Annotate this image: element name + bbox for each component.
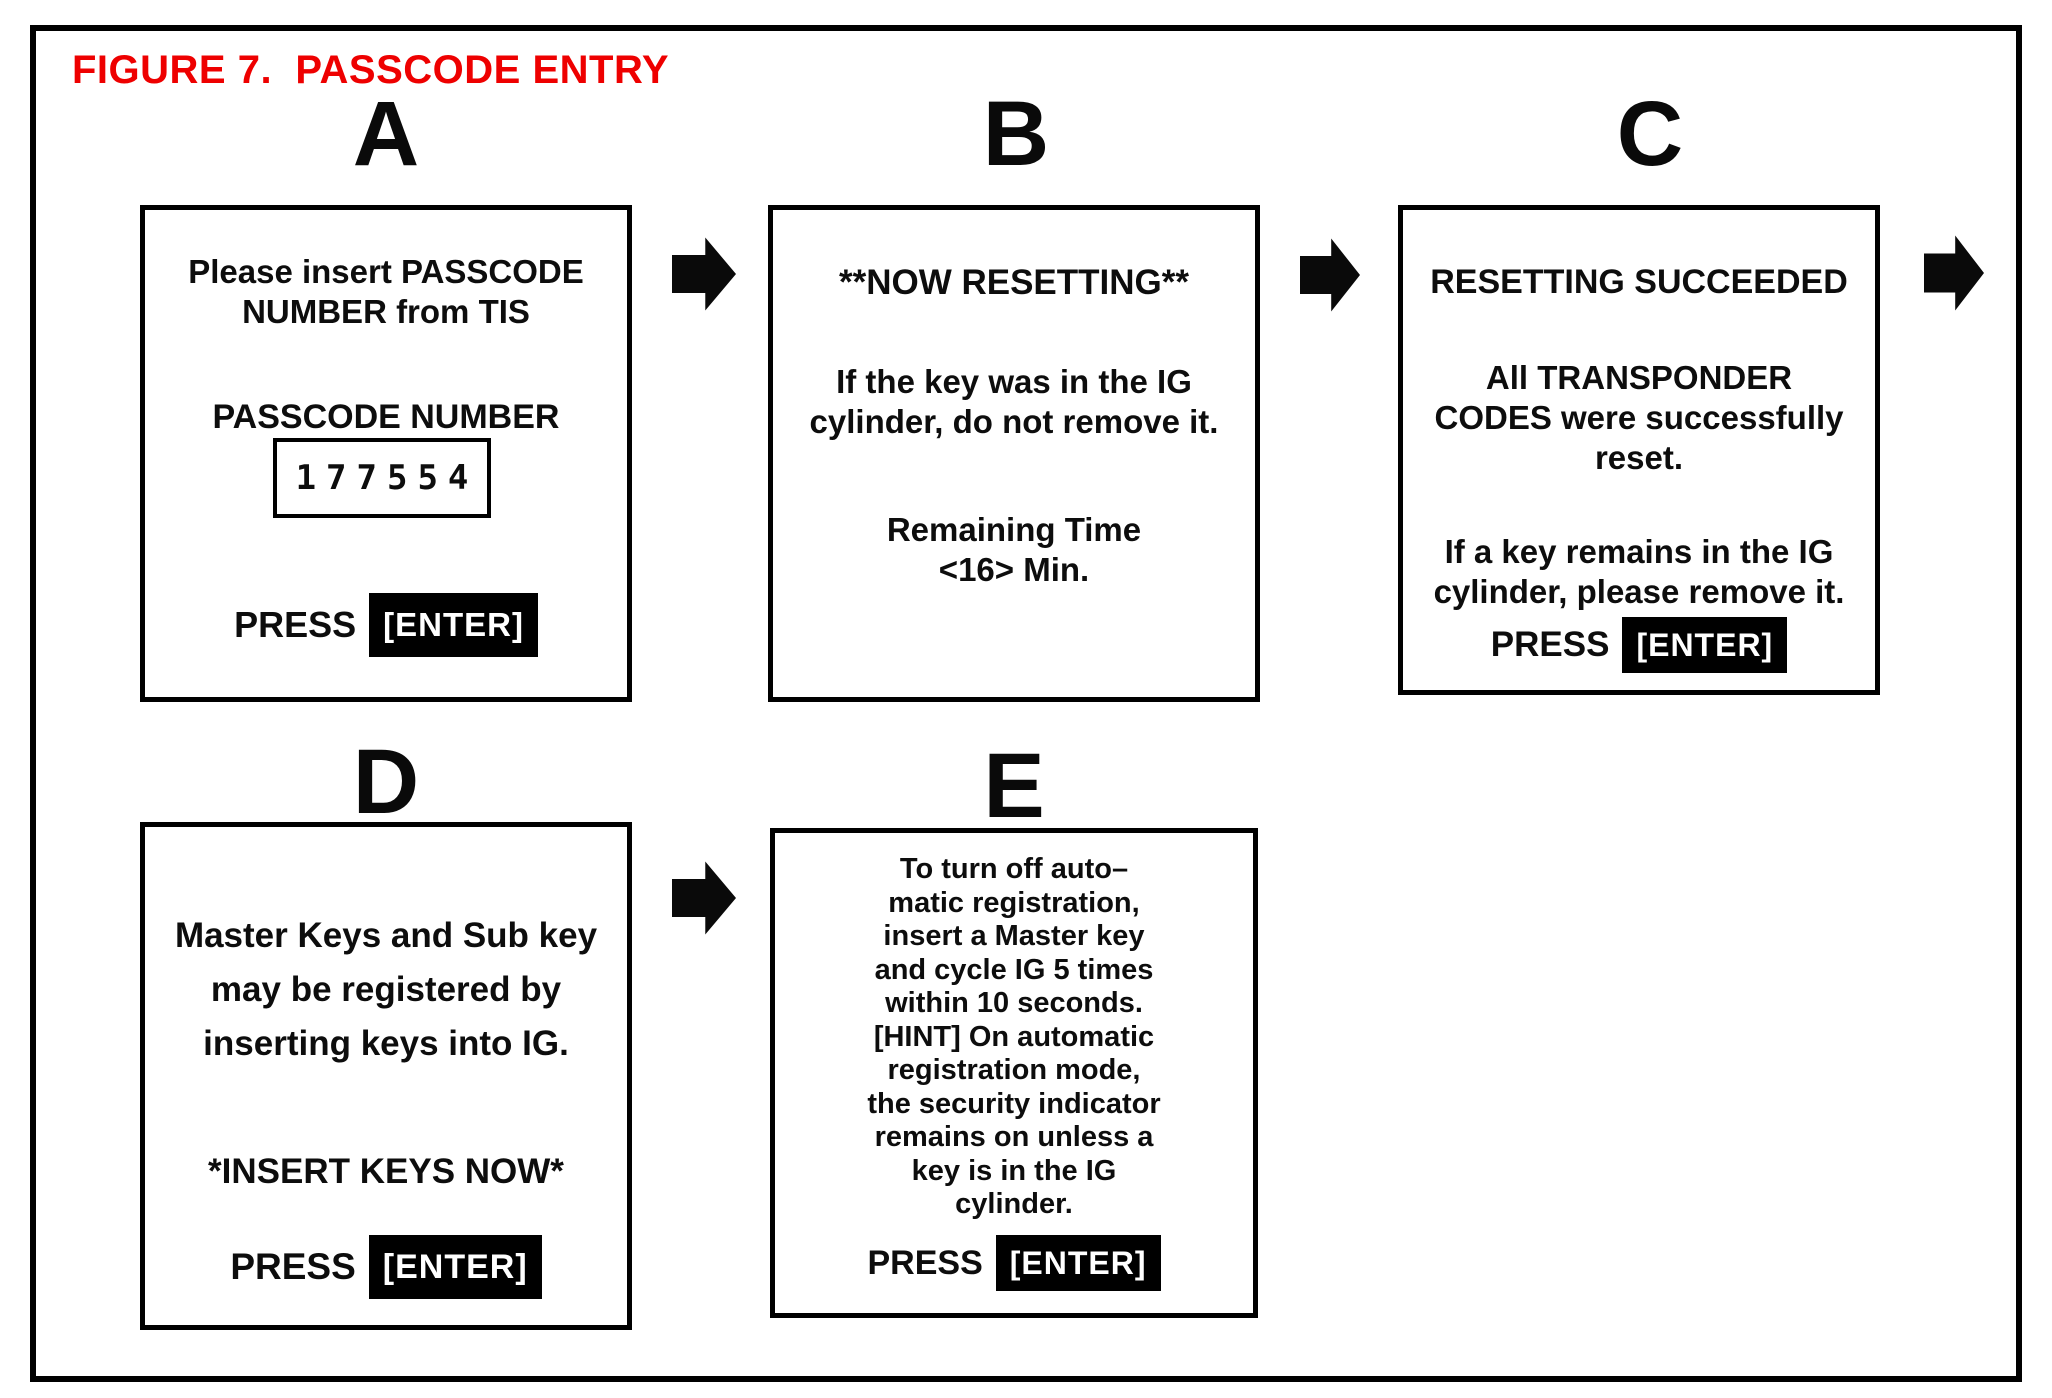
press-label: PRESS xyxy=(234,604,357,645)
screen-d-press-row: PRESS [ENTER] xyxy=(145,1235,627,1299)
screen-c-heading: RESETTING SUCCEEDED xyxy=(1430,263,1848,301)
screen-c-body-text-1: All TRANSPONDER CODES were successfully … xyxy=(1434,359,1844,476)
panel-a-label: A xyxy=(352,83,420,185)
remaining-time-text: Remaining Time <16> Min. xyxy=(886,511,1142,588)
screen-e-press-row: PRESS [ENTER] xyxy=(775,1235,1253,1291)
enter-key-badge: [ENTER] xyxy=(1622,617,1788,673)
screen-b-panel: **NOW RESETTING** If the key was in the … xyxy=(768,205,1260,702)
screen-d-panel: Master Keys and Sub key may be registere… xyxy=(140,822,632,1330)
passcode-value: 177554 xyxy=(295,458,479,498)
screen-a-panel: Please insert PASSCODE NUMBER from TIS P… xyxy=(140,205,632,702)
screen-b-heading: **NOW RESETTING** xyxy=(838,263,1190,302)
passcode-number-label: PASSCODE NUMBER xyxy=(212,398,560,436)
screen-c-body-text-2: If a key remains in the IG cylinder, ple… xyxy=(1433,533,1845,610)
screen-c-panel: RESETTING SUCCEEDED All TRANSPONDER CODE… xyxy=(1398,205,1880,695)
panel-c-label: C xyxy=(1616,83,1684,185)
figure-title: FIGURE 7. PASSCODE ENTRY xyxy=(72,48,670,92)
screen-e-body-text: To turn off auto– matic registration, in… xyxy=(867,853,1161,1220)
screen-d-body-text: Master Keys and Sub key may be registere… xyxy=(174,916,598,1063)
insert-keys-now-text: *INSERT KEYS NOW* xyxy=(208,1152,564,1191)
screen-c-press-row: PRESS [ENTER] xyxy=(1403,617,1875,673)
panel-d-label: D xyxy=(352,731,420,833)
press-label: PRESS xyxy=(867,1243,983,1282)
enter-key-badge: [ENTER] xyxy=(995,1235,1161,1291)
screen-e-panel: To turn off auto– matic registration, in… xyxy=(770,828,1258,1318)
screen-a-prompt-text: Please insert PASSCODE NUMBER from TIS xyxy=(188,253,584,330)
screen-a-press-row: PRESS [ENTER] xyxy=(145,593,627,657)
press-label: PRESS xyxy=(230,1246,356,1287)
press-label: PRESS xyxy=(1490,625,1610,664)
panel-b-label: B xyxy=(982,83,1050,185)
panel-e-label: E xyxy=(983,735,1045,837)
enter-key-badge: [ENTER] xyxy=(369,593,538,657)
enter-key-badge: [ENTER] xyxy=(368,1235,542,1299)
passcode-entry-field: 177554 xyxy=(273,438,491,518)
screen-b-body-text: If the key was in the IG cylinder, do no… xyxy=(809,363,1219,440)
